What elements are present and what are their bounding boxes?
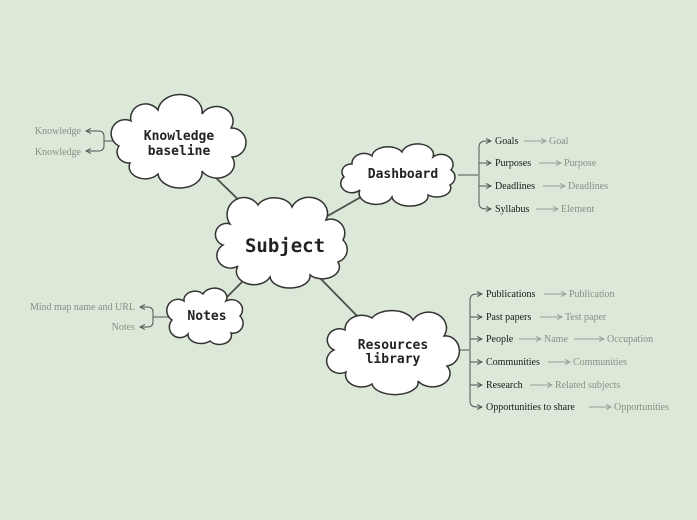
resources-item-opportunities[interactable]: Opportunities to share <box>486 402 575 413</box>
dashboard-item-purposes[interactable]: Purposes <box>495 158 531 169</box>
dashboard-node[interactable]: Dashboard <box>339 143 456 207</box>
resources-item-research[interactable]: Research <box>486 380 523 391</box>
resources-child-test-paper[interactable]: Test paper <box>565 312 607 323</box>
resources-child-publication[interactable]: Publication <box>569 289 615 300</box>
connector-resources <box>317 275 363 322</box>
resources-child-name[interactable]: Name <box>544 334 568 345</box>
notes-item-2[interactable]: Notes <box>112 322 135 333</box>
dashboard-label: Dashboard <box>368 167 438 182</box>
resources-item-past-papers[interactable]: Past papers <box>486 312 531 323</box>
dashboard-leaves <box>458 141 491 209</box>
knowledge-item-2[interactable]: Knowledge <box>35 147 82 158</box>
resources-leaf-links <box>519 294 611 407</box>
subject-label: Subject <box>245 235 325 257</box>
dashboard-child-deadlines[interactable]: Deadlines <box>568 181 608 192</box>
resources-library-line1: Resources <box>358 338 428 353</box>
resources-child-occupation[interactable]: Occupation <box>607 334 653 345</box>
dashboard-item-syllabus[interactable]: Syllabus <box>495 204 530 215</box>
notes-item-1[interactable]: Mind map name and URL <box>30 302 135 313</box>
resources-library-node[interactable]: Resources library <box>325 309 461 396</box>
resources-library-line2: library <box>366 352 421 367</box>
dashboard-child-goal[interactable]: Goal <box>549 136 569 147</box>
notes-node[interactable]: Notes <box>166 287 244 346</box>
dashboard-item-deadlines[interactable]: Deadlines <box>495 181 535 192</box>
resources-child-opportunities[interactable]: Opportunities <box>614 402 669 413</box>
resources-item-people[interactable]: People <box>486 334 514 345</box>
dashboard-item-goals[interactable]: Goals <box>495 136 518 147</box>
knowledge-baseline-line2: baseline <box>148 144 211 159</box>
resources-child-communities[interactable]: Communities <box>573 357 627 368</box>
subject-node[interactable]: Subject <box>214 196 348 289</box>
resources-item-communities[interactable]: Communities <box>486 357 540 368</box>
knowledge-item-1[interactable]: Knowledge <box>35 126 82 137</box>
dashboard-child-purpose[interactable]: Purpose <box>564 158 597 169</box>
dashboard-leaf-links <box>524 141 565 209</box>
resources-item-publications[interactable]: Publications <box>486 289 536 300</box>
notes-label: Notes <box>187 309 226 324</box>
dashboard-child-element[interactable]: Element <box>561 204 595 215</box>
resources-child-related-subjects[interactable]: Related subjects <box>555 380 620 391</box>
knowledge-baseline-line1: Knowledge <box>144 129 215 144</box>
knowledge-baseline-node[interactable]: Knowledge baseline <box>110 93 247 189</box>
